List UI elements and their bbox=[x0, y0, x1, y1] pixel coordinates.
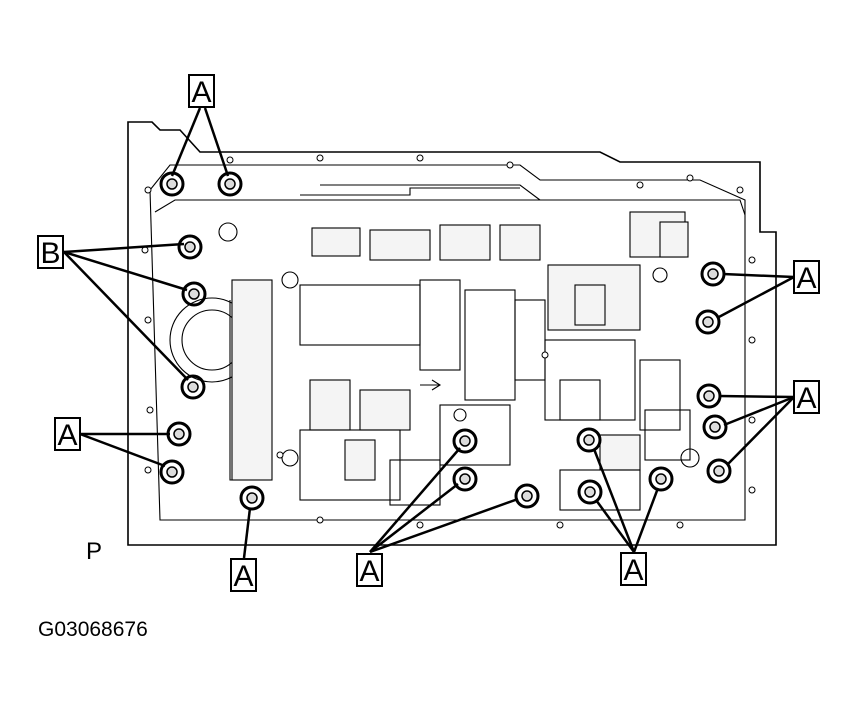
valve-body bbox=[127, 121, 777, 546]
bolt-a-13 bbox=[695, 309, 721, 335]
svg-text:B: B bbox=[40, 237, 60, 270]
bolts bbox=[159, 171, 732, 511]
svg-text:A: A bbox=[359, 555, 379, 588]
bolt-a-2 bbox=[217, 171, 243, 197]
callout-left-a: A bbox=[54, 417, 81, 452]
callout-top-left: A bbox=[188, 74, 215, 109]
leader-lines bbox=[63, 107, 795, 559]
svg-text:A: A bbox=[233, 560, 253, 593]
bolt-a-16 bbox=[706, 458, 732, 484]
callout-bottom-center: A bbox=[356, 553, 383, 588]
bolt-a-6 bbox=[452, 428, 478, 454]
figure-id: G03068676 bbox=[38, 618, 148, 641]
bolt-b-3 bbox=[180, 374, 206, 400]
bolt-a-4 bbox=[159, 459, 185, 485]
callout-right-lower: A bbox=[793, 380, 820, 415]
svg-text:A: A bbox=[796, 262, 816, 295]
bolt-a-8 bbox=[514, 483, 540, 509]
svg-text:A: A bbox=[623, 554, 643, 587]
bolt-a-10 bbox=[577, 479, 603, 505]
view-label: P bbox=[86, 538, 102, 565]
callout-right-upper: A bbox=[793, 260, 820, 295]
bolt-a-5 bbox=[239, 485, 265, 511]
bolt-a-15 bbox=[702, 414, 728, 440]
callout-left-b: B bbox=[37, 235, 64, 270]
callout-bottom-right: A bbox=[620, 552, 647, 587]
bolt-b-2 bbox=[181, 281, 207, 307]
svg-text:A: A bbox=[796, 382, 816, 415]
bolt-a-9 bbox=[576, 427, 602, 453]
callout-bottom-left: A bbox=[230, 558, 257, 593]
svg-text:A: A bbox=[57, 419, 77, 452]
svg-text:A: A bbox=[191, 76, 211, 109]
bolt-b-1 bbox=[177, 234, 203, 260]
bolt-a-11 bbox=[648, 466, 674, 492]
bolt-a-7 bbox=[452, 466, 478, 492]
